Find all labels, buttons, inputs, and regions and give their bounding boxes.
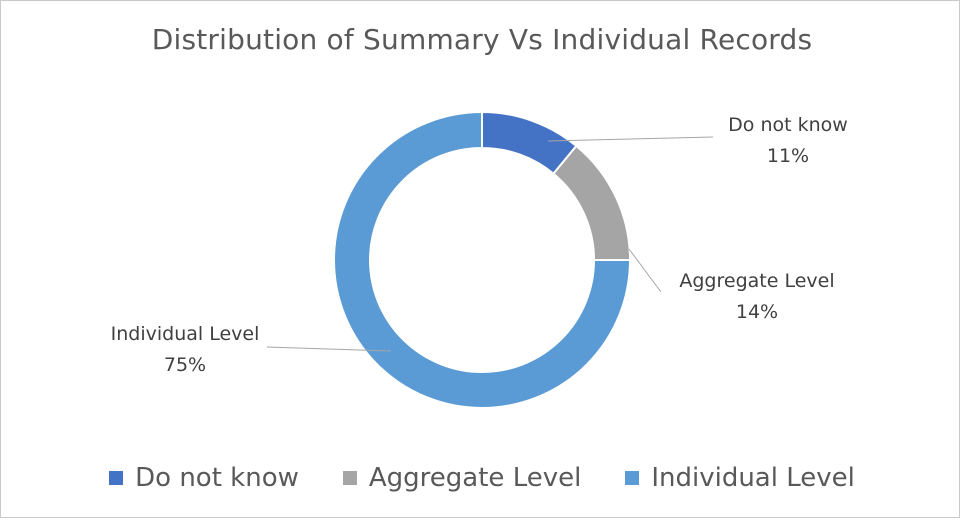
legend-item: Individual Level [625, 463, 855, 493]
legend-label: Do not know [135, 463, 299, 493]
legend-item: Do not know [109, 463, 299, 493]
data-label-value: 14% [736, 301, 778, 323]
donut-slices [333, 110, 632, 409]
legend-swatch [625, 471, 640, 485]
leader-lines [266, 136, 714, 352]
donut-slice-individual-level [333, 110, 632, 409]
legend-label: Individual Level [651, 463, 855, 493]
data-label-value: 11% [767, 145, 809, 167]
leader-line [266, 346, 392, 352]
chart-legend: Do not know Aggregate Level Individual Lev… [1, 463, 962, 493]
leader-line [547, 136, 714, 142]
legend-item: Aggregate Level [342, 463, 582, 493]
legend-swatch [342, 471, 357, 485]
data-label-name: Do not know [728, 114, 848, 136]
data-label-name: Aggregate Level [679, 270, 834, 292]
chart-title: Distribution of Summary Vs Individual Re… [151, 23, 813, 56]
donut-slice-aggregate-level [551, 144, 632, 261]
data-labels: Do not know 11% Aggregate Level 14% Individu… [111, 114, 848, 376]
leader-line [628, 248, 662, 293]
legend-swatch [109, 471, 124, 485]
legend-label: Aggregate Level [368, 463, 582, 493]
data-label-value: 75% [164, 354, 206, 376]
data-label-name: Individual Level [111, 323, 260, 345]
